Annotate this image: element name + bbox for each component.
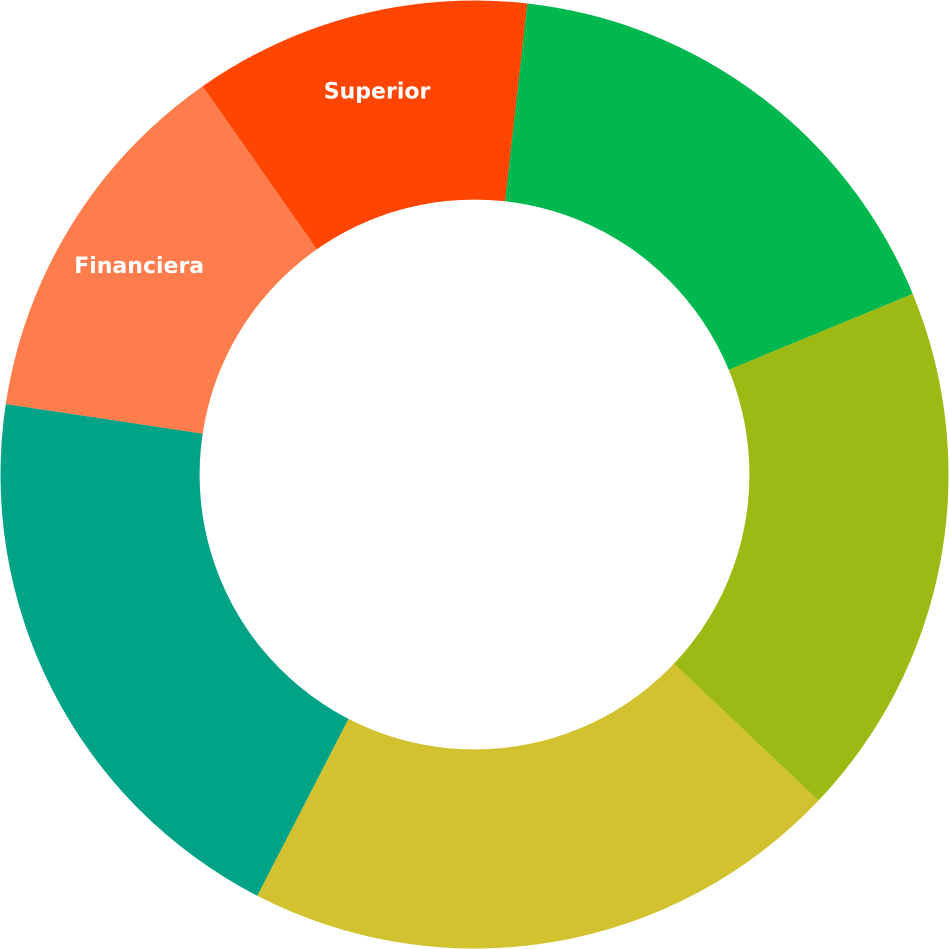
segment-label-5: Financiera (74, 254, 204, 279)
donut-hole (199, 199, 750, 750)
segment-label-0: Superior (324, 79, 431, 104)
